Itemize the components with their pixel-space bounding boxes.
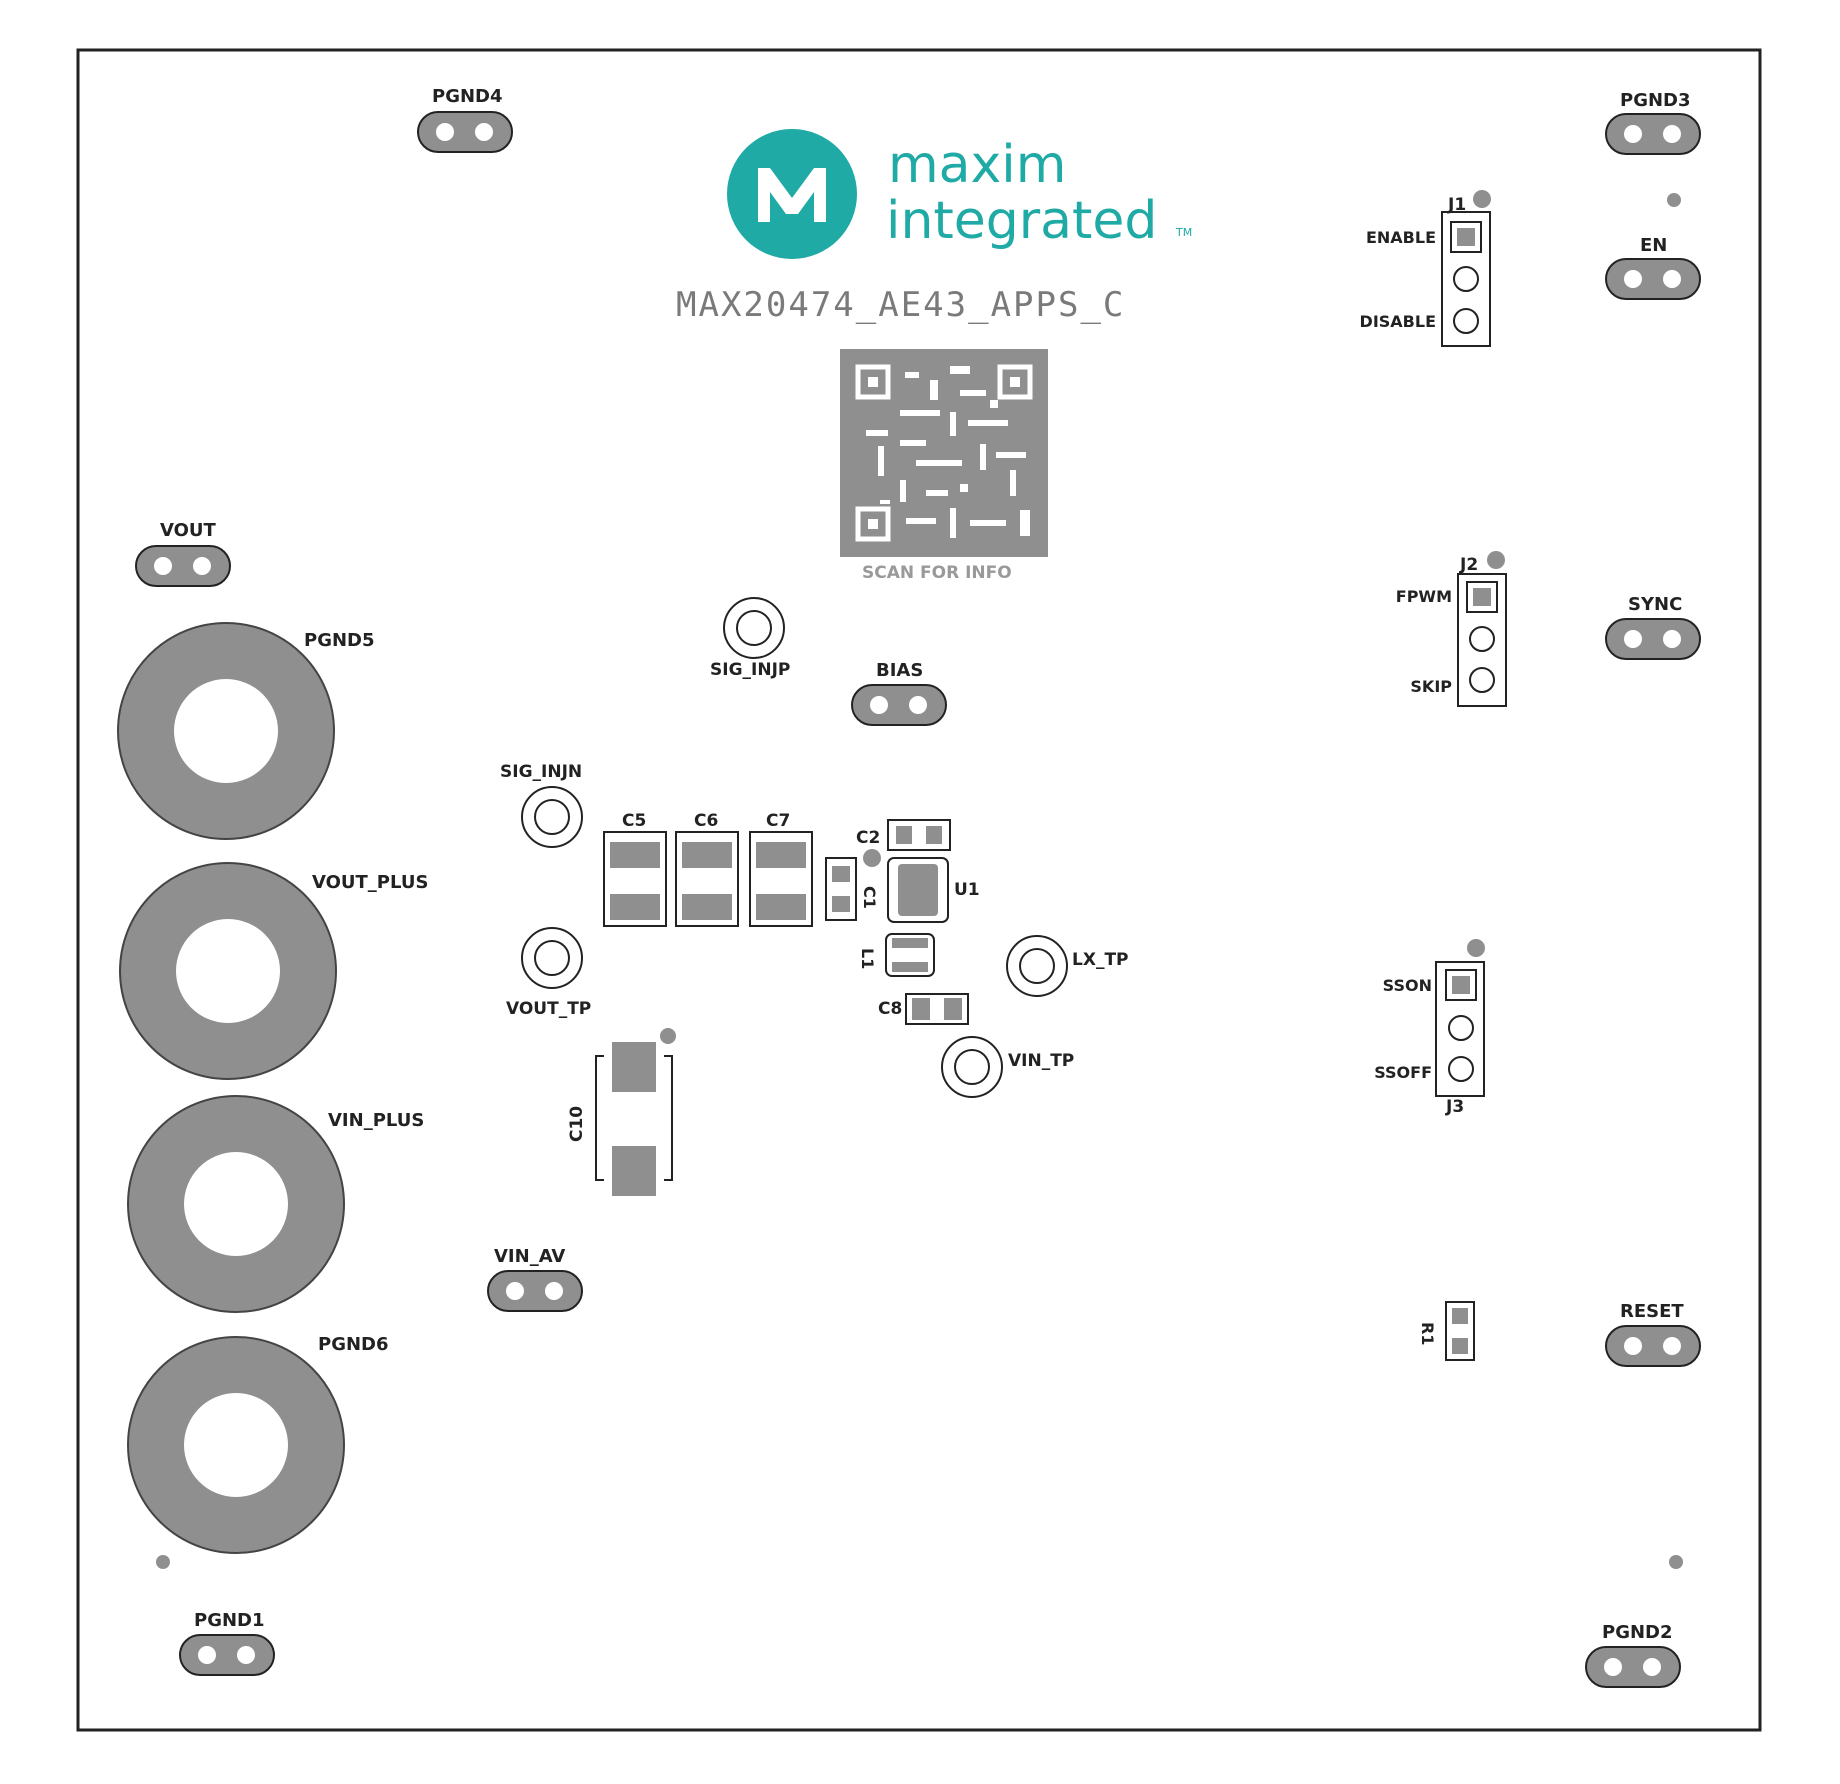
jumper-j2-top-label: FPWM: [1396, 587, 1452, 606]
pad-label-pgnd4: PGND4: [432, 86, 503, 107]
pad-label-sync: SYNC: [1628, 594, 1682, 615]
logo-text-line2: integrated: [886, 191, 1157, 251]
terminal-label-pgnd5: PGND5: [304, 630, 375, 651]
pad-label-vin-av: VIN_AV: [494, 1246, 565, 1267]
pad-reset[interactable]: [1605, 1325, 1701, 1367]
capacitor-c8[interactable]: [905, 993, 969, 1025]
test-point-sig-inj-left[interactable]: [521, 786, 583, 848]
terminal-label-vout-plus: VOUT_PLUS: [312, 872, 428, 893]
fiducial: [1669, 1555, 1683, 1569]
pad-pgnd1[interactable]: [179, 1634, 275, 1676]
board-part-number: MAX20474_AE43_APPS_C: [676, 285, 1125, 325]
component-label-r1: R1: [1418, 1322, 1437, 1345]
pad-label-reset: RESET: [1620, 1301, 1684, 1322]
pad-pgnd3[interactable]: [1605, 113, 1701, 155]
pad-label-pgnd2: PGND2: [1602, 1622, 1673, 1643]
pad-label-en: EN: [1640, 235, 1667, 256]
terminal-pgnd6[interactable]: [127, 1336, 345, 1554]
component-label-u1: U1: [954, 880, 980, 900]
pad-en[interactable]: [1605, 258, 1701, 300]
jumper-label-j3: J3: [1445, 1097, 1464, 1117]
pad-vout[interactable]: [135, 545, 231, 587]
component-label-c1: C1: [860, 886, 879, 909]
terminal-pgnd5[interactable]: [117, 622, 335, 840]
component-label-c7: C7: [766, 811, 790, 831]
pad-label-vout: VOUT: [160, 520, 217, 541]
component-label-c10: C10: [567, 1106, 587, 1142]
terminal-label-pgnd6: PGND6: [318, 1334, 389, 1355]
test-point-label-sig-inj-left: SIG_INJN: [500, 762, 582, 782]
capacitor-c10[interactable]: [595, 1028, 676, 1196]
terminal-vin-plus[interactable]: [127, 1095, 345, 1313]
logo-trademark: TM: [1175, 226, 1192, 239]
capacitor-c1[interactable]: [825, 857, 857, 921]
pin1-marker: [863, 849, 881, 867]
test-point-vout-tp[interactable]: [521, 927, 583, 989]
maxim-logo: maxim integrated TM: [727, 129, 1192, 259]
component-label-c2: C2: [856, 828, 880, 848]
terminal-vout-plus[interactable]: [119, 862, 337, 1080]
component-label-c5: C5: [622, 811, 646, 831]
component-label-c6: C6: [694, 811, 718, 831]
inductor-l1[interactable]: [885, 933, 935, 977]
maxim-logo-mark-icon: [727, 129, 857, 259]
pad-sync[interactable]: [1605, 618, 1701, 660]
terminal-label-vin-plus: VIN_PLUS: [328, 1110, 424, 1131]
test-point-label-vout-tp: VOUT_TP: [506, 999, 591, 1019]
ic-u1[interactable]: [887, 857, 949, 923]
pad-bias[interactable]: [851, 684, 947, 726]
resistor-r1[interactable]: [1445, 1301, 1475, 1361]
capacitor-c2[interactable]: [887, 819, 951, 851]
test-point-sig-inj-top[interactable]: [723, 597, 785, 659]
logo-text-line1: maxim: [888, 135, 1066, 195]
test-point-label-sig-inj-top: SIG_INJP: [710, 660, 790, 680]
jumper-j3[interactable]: [1435, 939, 1485, 1097]
fiducial: [156, 1555, 170, 1569]
component-label-l1: L1: [858, 948, 877, 969]
test-point-vin-tp[interactable]: [941, 1036, 1003, 1098]
pad-label-pgnd1: PGND1: [194, 1610, 265, 1631]
pad-label-bias: BIAS: [876, 660, 923, 681]
pad-pgnd2[interactable]: [1585, 1646, 1681, 1688]
component-label-c8: C8: [878, 999, 902, 1019]
jumper-label-j1: J1: [1447, 195, 1466, 215]
jumper-j2[interactable]: [1457, 551, 1507, 707]
test-point-lx-tp[interactable]: [1006, 935, 1068, 997]
jumper-j3-top-label: SSON: [1383, 976, 1432, 995]
test-point-label-vin-tp: VIN_TP: [1008, 1051, 1074, 1071]
pad-label-pgnd3: PGND3: [1620, 90, 1691, 111]
qr-caption: SCAN FOR INFO: [862, 563, 1012, 583]
jumper-j3-bottom-label: SSOFF: [1374, 1063, 1432, 1082]
pad-vin-av[interactable]: [487, 1270, 583, 1312]
jumper-label-j2: J2: [1459, 555, 1478, 575]
capacitor-c6[interactable]: [675, 831, 739, 927]
test-point-label-lx-tp: LX_TP: [1072, 950, 1129, 970]
capacitor-c7[interactable]: [749, 831, 813, 927]
pad-pgnd4[interactable]: [417, 111, 513, 153]
fiducial: [1667, 193, 1681, 207]
jumper-j1-bottom-label: DISABLE: [1360, 312, 1436, 331]
jumper-j2-bottom-label: SKIP: [1410, 677, 1452, 696]
jumper-j1[interactable]: [1441, 190, 1491, 347]
capacitor-c5[interactable]: [603, 831, 667, 927]
jumper-j1-top-label: ENABLE: [1366, 228, 1436, 247]
qr-code: [840, 349, 1048, 557]
